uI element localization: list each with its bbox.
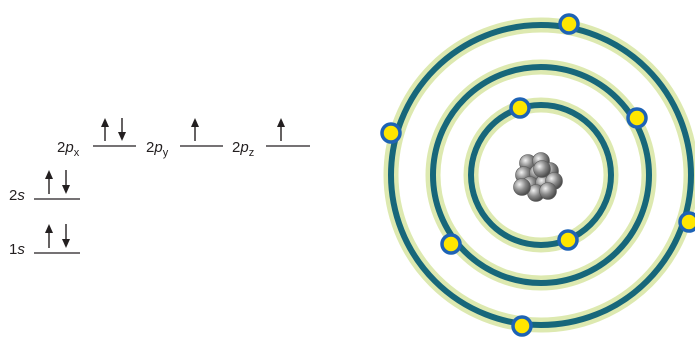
orbit-ring-1: [468, 102, 614, 248]
electron-spin-up-arrow: [191, 118, 199, 141]
electron-shell-2: [440, 233, 462, 255]
orbital-level-2py: 2py: [146, 118, 223, 159]
electron-spin-up-arrow: [45, 224, 53, 248]
electron-spin-up-arrow: [277, 118, 285, 141]
electron-spin-up-arrow: [45, 170, 53, 194]
orbital-label-2pz: 2pz: [232, 139, 254, 159]
electron-shell-1: [557, 229, 579, 251]
electron-dots: [380, 13, 695, 337]
electron-shell-1: [509, 97, 531, 119]
electron-spin-down-arrow: [118, 118, 126, 141]
orbital-row-2p: 2px 2py: [57, 118, 310, 159]
nucleon: [539, 182, 557, 200]
orbital-level-1s: 1s: [9, 224, 80, 258]
electron-shell-3: [558, 13, 580, 35]
orbital-level-2s: 2s: [9, 170, 80, 204]
orbital-energy-diagram: 2px 2py: [9, 118, 310, 258]
orbit-ring-3: [388, 22, 694, 328]
bohr-atom-model: [380, 13, 695, 337]
orbital-label-2s: 2s: [9, 187, 25, 204]
orbit-rings: [383, 17, 695, 333]
electron-shell-3: [511, 315, 533, 337]
nucleon: [513, 178, 531, 196]
electron-spin-down-arrow: [62, 224, 70, 248]
orbital-level-2pz: 2pz: [232, 118, 310, 159]
electron-shell-3: [678, 211, 695, 233]
electron-shell-2: [626, 107, 648, 129]
orbit-ring-2: [430, 64, 652, 286]
orbital-row-2s: 2s: [9, 170, 80, 204]
electron-shell-2: [380, 122, 402, 144]
orbital-label-2py: 2py: [146, 139, 169, 159]
orbital-label-1s: 1s: [9, 241, 25, 258]
orbital-label-2px: 2px: [57, 139, 80, 159]
electron-spin-up-arrow: [101, 118, 109, 141]
orbital-level-2px: 2px: [57, 118, 136, 159]
electron-spin-down-arrow: [62, 170, 70, 194]
nucleon: [533, 160, 551, 178]
orbital-row-1s: 1s: [9, 224, 80, 258]
nucleus: [513, 152, 563, 202]
